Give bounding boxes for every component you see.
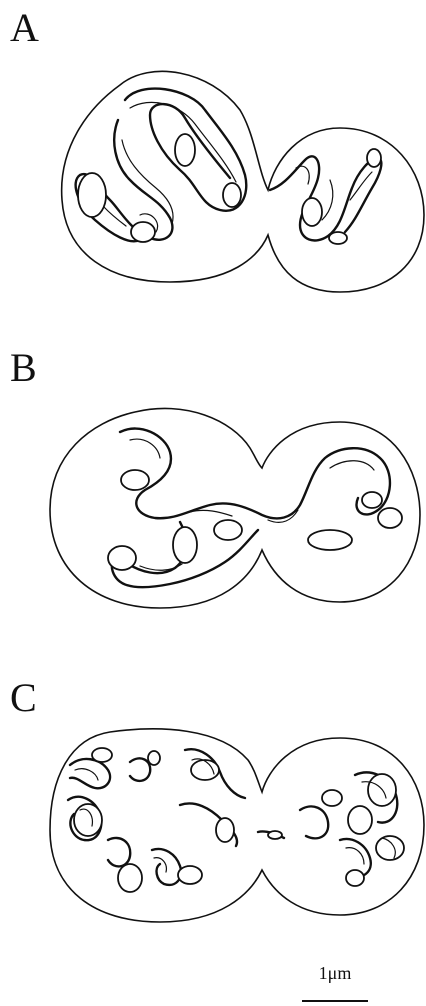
nucleoid-a-left [76, 89, 247, 242]
nucleoid-a-blob-1 [78, 173, 106, 217]
fragment-c-6 [191, 760, 219, 780]
nucleoid-a-blob-5 [302, 198, 322, 226]
fragment-c-23 [376, 836, 404, 860]
fragment-c-16 [268, 831, 282, 839]
fragment-c-2 [92, 748, 112, 762]
nucleoid-a-right [270, 156, 381, 240]
fragment-c-21 [348, 806, 372, 834]
fragment-c-8 [74, 804, 102, 836]
panel-a: A [0, 0, 426, 300]
cell-outline-a [62, 71, 424, 292]
nucleoid-b-inner [130, 439, 374, 570]
fragment-c-4 [148, 751, 160, 765]
panel-a-illustration [0, 0, 426, 300]
fragment-c-14 [216, 818, 234, 842]
panel-b-illustration [0, 340, 426, 630]
nucleoid-a-blob-2 [131, 222, 155, 242]
nucleoid-b-blob-6 [308, 530, 352, 550]
nucleoid-a-blob-6 [367, 149, 381, 167]
nucleoid-b-main [120, 429, 390, 519]
nucleoid-a-blob-7 [329, 232, 347, 244]
nucleoid-a-blob-4 [223, 183, 241, 207]
nucleoid-b-blob-3 [108, 546, 136, 570]
cell-outline-b [50, 408, 420, 608]
fragment-c-1 [70, 759, 110, 788]
fragment-c-17 [300, 806, 328, 838]
nucleoid-b-blob-1 [121, 470, 149, 490]
nucleoid-b-blob-2 [173, 527, 197, 563]
scale-bar-line [302, 1000, 368, 1002]
fragment-c-9 [108, 838, 130, 866]
nucleoid-a-blob-3 [175, 134, 195, 166]
scale-bar-label: 1μm [298, 964, 372, 982]
fragment-c-10 [118, 864, 142, 892]
nucleoid-b-blob-5 [378, 508, 402, 528]
fragment-c-3 [130, 758, 150, 781]
fragment-c-24 [346, 870, 364, 886]
fragment-c-12 [178, 866, 202, 884]
fragment-c-18 [322, 790, 342, 806]
panel-c: C [0, 670, 426, 940]
nucleoid-b-blob-4 [362, 492, 382, 508]
panel-b: B [0, 340, 426, 630]
panel-c-illustration [0, 670, 426, 940]
scale-bar: 1μm [298, 986, 372, 1000]
nucleoid-b-blob-7 [214, 520, 242, 540]
